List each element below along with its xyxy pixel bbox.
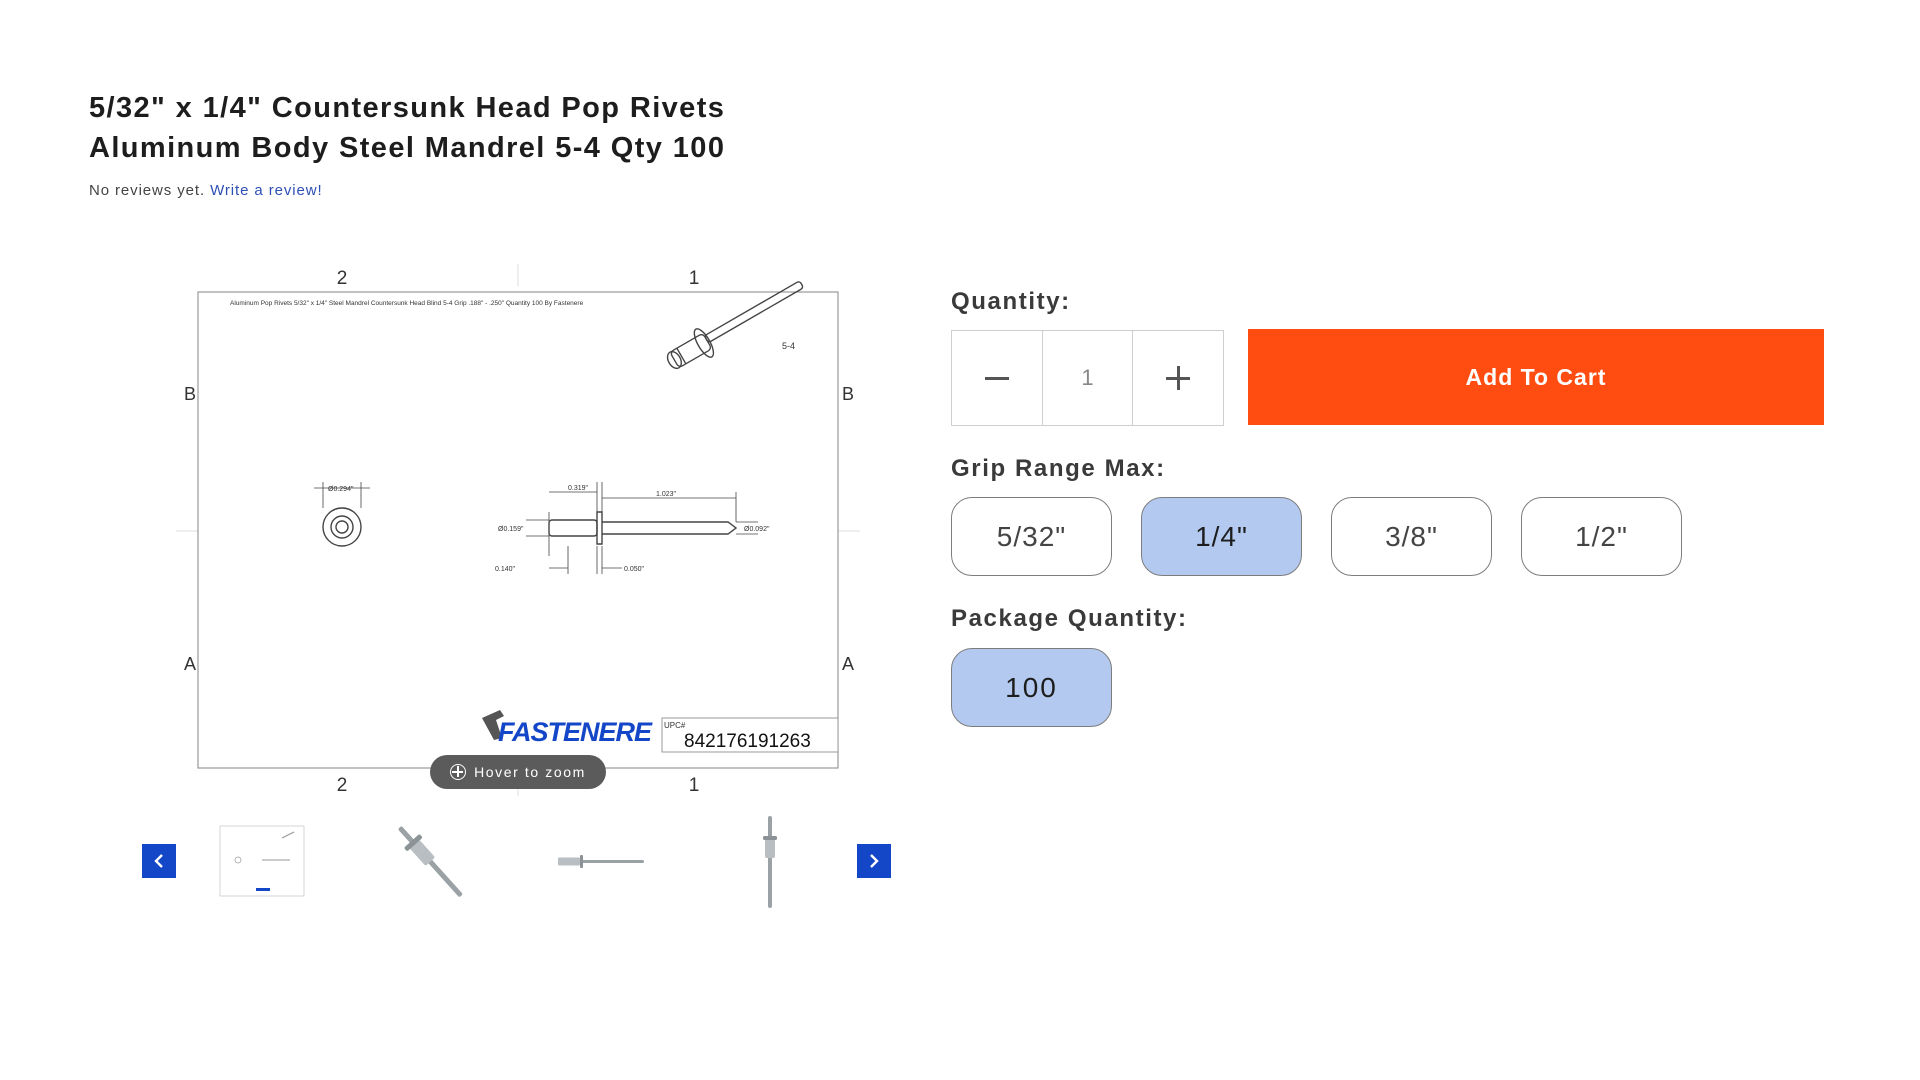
grid-label-right-a: A <box>842 654 854 674</box>
thumbnail-rivet-horizontal-image <box>558 855 644 868</box>
thumbnail-rivet-horizontal[interactable] <box>550 812 650 912</box>
package-quantity-label: Package Quantity: <box>951 605 1188 632</box>
thumbnail-rivet-angled[interactable] <box>380 812 480 912</box>
chevron-right-icon <box>870 854 879 868</box>
thumbnail-rivet-vertical-image <box>763 816 777 908</box>
dim-head-length: 0.319" <box>568 485 589 492</box>
grip-option-1-4[interactable]: 1/4" <box>1141 497 1302 576</box>
minus-icon <box>984 376 1009 380</box>
hover-to-zoom-badge: Hover to zoom <box>430 755 606 789</box>
quantity-input[interactable]: 1 <box>1041 331 1134 425</box>
quantity-label: Quantity: <box>951 288 1071 315</box>
brand-wordmark: FASTENERE <box>498 717 653 747</box>
chevron-left-icon <box>154 854 163 868</box>
thumbnail-drawing[interactable] <box>212 812 312 912</box>
dim-body-diameter: Ø0.159" <box>498 526 524 533</box>
dim-body-length: 0.140" <box>495 566 516 573</box>
grid-label-left-b: B <box>184 384 196 404</box>
add-to-cart-button[interactable]: Add To Cart <box>1248 329 1824 425</box>
grip-option-1-2[interactable]: 1/2" <box>1521 497 1682 576</box>
zoom-crosshair-icon <box>450 764 467 780</box>
rivet-side-view <box>526 482 758 574</box>
product-title: 5/32" x 1/4" Countersunk Head Pop Rivets… <box>89 88 849 168</box>
write-review-link[interactable]: Write a review! <box>210 182 323 199</box>
reviews-text: No reviews yet. <box>89 182 206 199</box>
quantity-decrease-button[interactable] <box>952 331 1042 425</box>
grid-label-top-right: 1 <box>689 268 700 289</box>
drawing-header: Aluminum Pop Rivets 5/32" x 1/4" Steel M… <box>230 300 584 307</box>
dim-head-diameter: Ø0.294" <box>328 486 354 493</box>
upc-number: 842176191263 <box>684 731 811 752</box>
fastenere-logo: FASTENERE <box>482 710 654 747</box>
dim-head-thickness: 0.050" <box>624 566 645 573</box>
thumbnail-prev-button[interactable] <box>142 844 176 878</box>
grid-label-right-b: B <box>842 384 854 404</box>
grip-option-5-32[interactable]: 5/32" <box>951 497 1112 576</box>
main-product-image[interactable]: 2 1 2 1 B A B A Aluminum Pop Rivets 5/32… <box>176 256 860 796</box>
grip-option-3-8[interactable]: 3/8" <box>1331 497 1492 576</box>
dim-mandrel-length: 1.023" <box>656 491 677 498</box>
product-title-line1: 5/32" x 1/4" Countersunk Head Pop Rivets <box>89 92 726 124</box>
grid-label-top-left: 2 <box>337 268 348 289</box>
thumbnail-drawing-image <box>219 825 305 897</box>
technical-drawing: 2 1 2 1 B A B A Aluminum Pop Rivets 5/32… <box>176 264 860 796</box>
quantity-increase-button[interactable] <box>1133 331 1223 425</box>
package-option-100[interactable]: 100 <box>951 648 1112 727</box>
grip-range-label: Grip Range Max: <box>951 455 1166 482</box>
thumbnail-rivet-vertical[interactable] <box>720 812 820 912</box>
upc-label: UPC# <box>664 721 686 730</box>
reviews-summary: No reviews yet. Write a review! <box>89 182 323 199</box>
grid-label-bottom-left: 2 <box>337 775 348 796</box>
thumbnail-rivet-angled-image <box>398 826 463 897</box>
dim-mandrel-diameter: Ø0.092" <box>744 526 770 533</box>
quantity-stepper: 1 <box>951 330 1224 426</box>
product-title-line2: Aluminum Body Steel Mandrel 5-4 Qty 100 <box>89 132 726 164</box>
part-label: 5-4 <box>782 341 795 351</box>
plus-icon <box>1166 366 1191 390</box>
grid-label-left-a: A <box>184 654 196 674</box>
hover-to-zoom-label: Hover to zoom <box>474 764 586 780</box>
grid-label-bottom-right: 1 <box>689 775 700 796</box>
rivet-end-view <box>314 482 370 547</box>
rivet-isometric-drawing <box>666 281 804 370</box>
thumbnail-next-button[interactable] <box>857 844 891 878</box>
